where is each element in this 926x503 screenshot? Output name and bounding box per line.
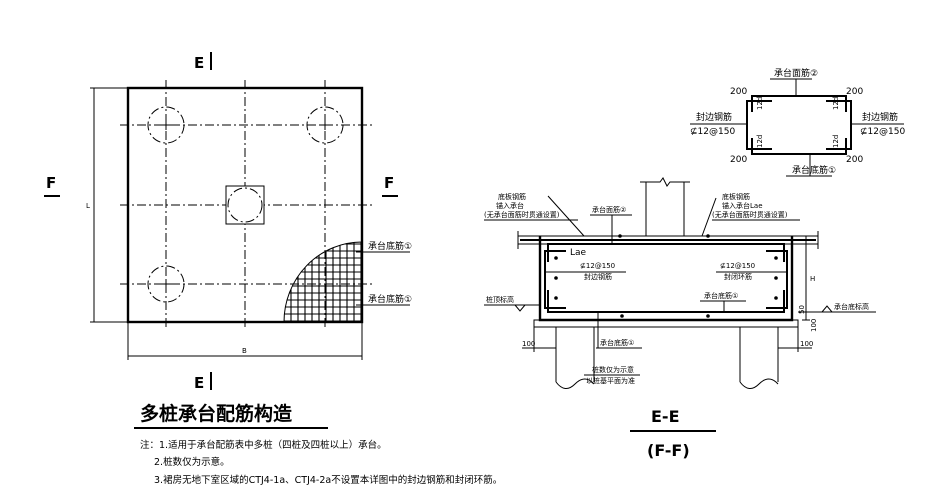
detail-edge-bar-right (826, 100, 852, 150)
leader-line (547, 195, 585, 237)
edge-right-1: ⊈12@150 (720, 262, 755, 270)
pile-symbol (306, 106, 344, 144)
detail-top-label: 承台面筋② (774, 67, 818, 79)
dim-label-l: L (86, 202, 90, 210)
level-triangle (821, 305, 833, 313)
leader-line (701, 197, 717, 237)
detail-left-text-2: ⊈12@150 (690, 127, 735, 137)
section-subtitle: (F-F) (647, 441, 690, 460)
slab-note-right-3: (无承台面筋时贯通设置) (712, 210, 788, 219)
edge-right-2: 封闭环筋 (724, 272, 752, 281)
detail-right-text-2: ⊈12@150 (860, 127, 905, 137)
section-mark-e-top: E (194, 54, 204, 72)
cap-edge-bar-right (766, 250, 788, 309)
pile-symbol (147, 106, 185, 144)
column-break-line (640, 177, 690, 187)
column-stub (645, 182, 685, 236)
level-triangle (514, 304, 526, 312)
rebar-dot (554, 296, 558, 300)
slab-note-left-1: 底板钢筋 (498, 192, 526, 201)
detail-dim-tl: 200 (730, 87, 747, 97)
detail-bottom-bar (751, 138, 847, 155)
bottom-rebar-mid: 承台底筋① (704, 291, 738, 300)
detail-anchor-label: 12d (756, 135, 764, 148)
detail-edge-bar-left (746, 100, 772, 150)
section-mark-f-left: F (46, 174, 56, 192)
rebar-dot (620, 314, 624, 318)
pile-note-2: 以桩基平面为准 (586, 376, 635, 385)
rebar-label-2: 承台底筋① (368, 293, 412, 305)
detail-top-bar (751, 95, 847, 112)
dim-100-left: 100 (522, 340, 535, 348)
dim-50: 50 (798, 305, 806, 314)
cap-bottom-rebar (547, 290, 785, 313)
dim-100-right: 100 (800, 340, 813, 348)
slab-note-left-2: 锚入承台 (496, 201, 524, 210)
plan-view: L B (44, 52, 412, 392)
pile-note-1: 桩数仅为示意 (592, 365, 634, 374)
detail-anchor-label: 12d (756, 97, 764, 110)
note-line-3: 3.裙房无地下室区域的CTJ4-1a、CTJ4-2a不设置本详图中的封边钢筋和封… (154, 474, 502, 486)
pile-top-level: 桩顶标高 (486, 295, 514, 304)
rebar-dot (554, 276, 558, 280)
detail-anchor-label: 12d (832, 97, 840, 110)
detail-dim-tr: 200 (846, 87, 863, 97)
section-mark-e-bottom: E (194, 374, 204, 392)
dim-100: 100 (810, 319, 818, 332)
cap-face-rebar (547, 243, 785, 262)
note-line-1: 注：1.适用于承台配筋表中多桩（四桩及四桩以上）承台。 (140, 439, 387, 451)
slab-note-right-2: 锚入承台Lae (722, 201, 763, 210)
section-mark-f-right: F (384, 174, 394, 192)
rebar-dot (618, 234, 622, 238)
slab-note-right-1: 底板钢筋 (722, 192, 750, 201)
pile-right (739, 327, 779, 382)
bottom-rebar-low: 承台底筋① (600, 338, 634, 347)
cap-edge-bar-left (544, 250, 566, 309)
column-pile-circle (227, 187, 263, 223)
rebar-dot (554, 256, 558, 260)
rebar-dot (774, 296, 778, 300)
detail-right-text-1: 封边钢筋 (862, 111, 898, 123)
rebar-dot (774, 276, 778, 280)
rebar-dot (774, 256, 778, 260)
column-outline (225, 185, 265, 225)
cushion-layer (533, 319, 799, 328)
detail-dim-bl: 200 (730, 155, 747, 165)
section-e-e: 底板钢筋 锚入承台 (无承台面筋时贯通设置) Lae 承台面筋② ⊈12@150… (484, 177, 876, 460)
rebar-dot (706, 234, 710, 238)
pile-break-line (555, 378, 595, 389)
slab-note-left-3: (无承台面筋时贯通设置) (484, 210, 560, 219)
edge-left-2: 封边钢筋 (584, 272, 612, 281)
edge-left-1: ⊈12@150 (580, 262, 615, 270)
rebar-label-1: 承台底筋① (368, 240, 412, 252)
face-rebar-label: 承台面筋② (592, 205, 626, 214)
detail-left-text-1: 封边钢筋 (696, 111, 732, 123)
main-title: 多桩承台配筋构造 (140, 402, 293, 425)
detail-dim-br: 200 (846, 155, 863, 165)
pile-left (555, 327, 595, 382)
note-line-2: 2.桩数仅为示意。 (154, 456, 230, 468)
detail-anchor-label: 12d (832, 135, 840, 148)
section-title: E-E (651, 407, 680, 426)
detail-bottom-label: 承台底筋① (792, 164, 836, 176)
rebar-mesh-boundary (283, 241, 363, 323)
rebar-mesh (284, 242, 362, 322)
rebar-dot (706, 314, 710, 318)
dim-h: H (810, 275, 815, 283)
dim-label-b: B (242, 347, 247, 355)
lae-left: Lae (570, 248, 587, 258)
pile-symbol (147, 265, 185, 303)
pile-break-line (739, 378, 779, 389)
cap-bottom-level: 承台底标高 (834, 302, 869, 311)
rebar-detail: 承台面筋② 200 200 200 200 12d 12d 12d 12d 封边… (690, 67, 905, 177)
